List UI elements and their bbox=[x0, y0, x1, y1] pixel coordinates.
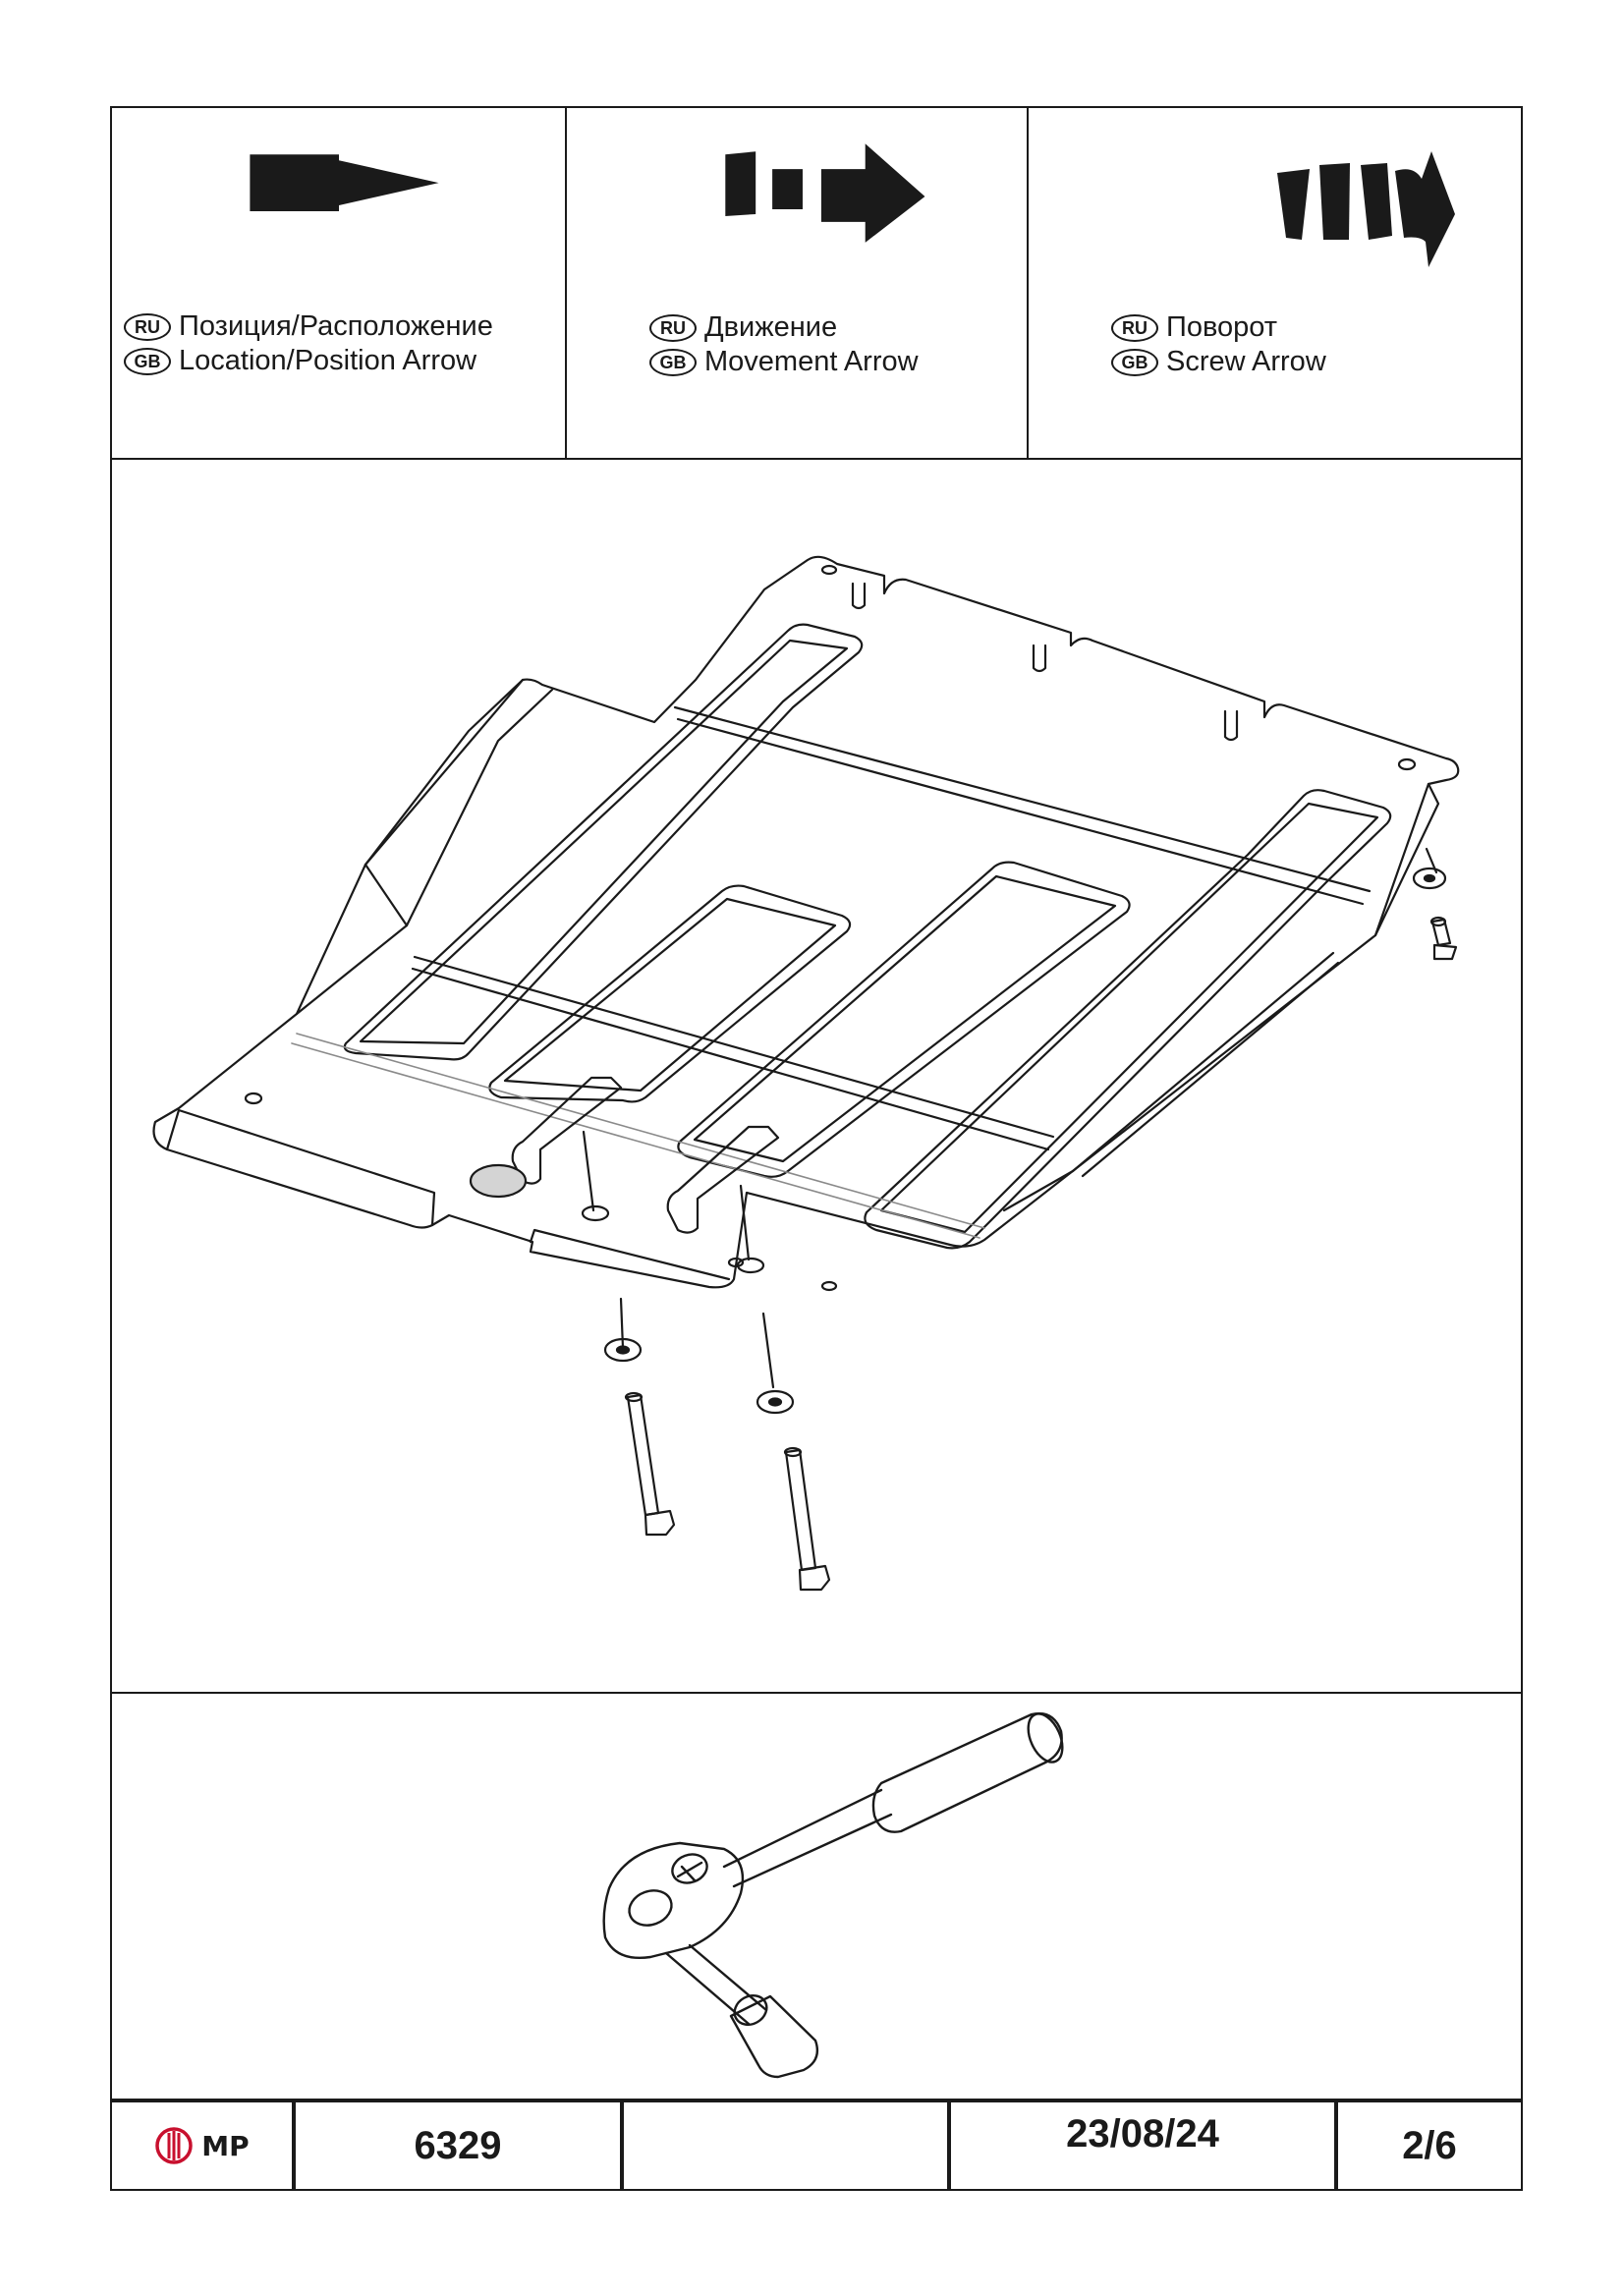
legend-text-screw: RU Поворот GB Screw Arrow bbox=[1111, 310, 1326, 379]
gb-badge: GB bbox=[1111, 348, 1158, 376]
legend-ru-label: Поворот bbox=[1166, 311, 1278, 343]
drawing-frame: RU Позиция/Расположение GB Location/Positi… bbox=[110, 106, 1523, 2191]
blank-cell bbox=[624, 2102, 951, 2189]
brand-logo: MP bbox=[154, 2126, 250, 2165]
ru-badge: RU bbox=[1111, 313, 1158, 342]
page-number: 2/6 bbox=[1402, 2123, 1457, 2167]
tool-illustration-area bbox=[112, 1694, 1521, 2099]
gb-badge: GB bbox=[124, 347, 171, 375]
location-arrow-icon bbox=[250, 154, 439, 211]
title-block-logo-cell: MP bbox=[112, 2102, 296, 2189]
brand-logo-text: MP bbox=[201, 2129, 250, 2162]
legend-cell-screw: RU Поворот GB Screw Arrow bbox=[1029, 108, 1521, 458]
movement-arrow-icon bbox=[725, 143, 925, 243]
ratchet-wrench-icon bbox=[602, 1711, 1064, 2079]
assembly-drawing-area bbox=[112, 460, 1521, 1694]
legend-gb-label: Movement Arrow bbox=[704, 346, 919, 377]
ru-badge: RU bbox=[124, 312, 171, 341]
part-number: 6329 bbox=[296, 2102, 624, 2189]
legend-ru-label: Позиция/Расположение bbox=[179, 310, 493, 342]
legend-text-location: RU Позиция/Расположение GB Location/Positi… bbox=[124, 309, 493, 378]
skid-plate-drawing bbox=[152, 555, 1460, 1592]
title-block: MP 6329 23/08/24 2/6 bbox=[112, 2099, 1521, 2189]
legend-gb-label: Location/Position Arrow bbox=[179, 345, 477, 376]
legend-gb-label: Screw Arrow bbox=[1166, 346, 1326, 377]
legend-row: RU Позиция/Расположение GB Location/Positi… bbox=[112, 108, 1521, 460]
revision-date: 23/08/24 bbox=[951, 2102, 1338, 2189]
gb-badge: GB bbox=[649, 348, 697, 376]
legend-cell-location: RU Позиция/Расположение GB Location/Positi… bbox=[112, 108, 567, 458]
legend-ru-label: Движение bbox=[704, 311, 838, 343]
brand-logo-icon bbox=[155, 2127, 194, 2164]
screw-arrow-icon bbox=[1277, 151, 1455, 267]
ru-badge: RU bbox=[649, 313, 697, 342]
